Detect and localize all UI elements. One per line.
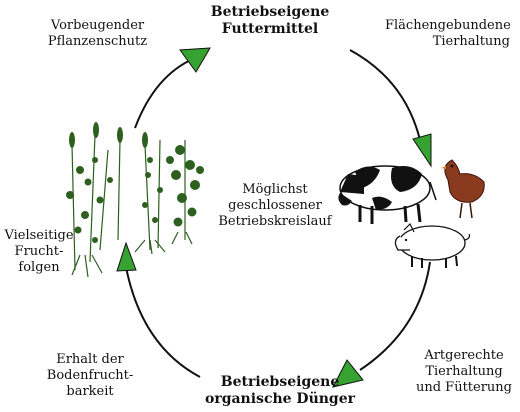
- label-vorbeugender-pflanzenschutz: Vorbeugender Pflanzenschutz: [47, 18, 148, 49]
- arrow-bottom-icon: [332, 359, 364, 388]
- arrow-right-top-icon: [412, 133, 432, 168]
- chicken-icon: [441, 159, 485, 219]
- pig-icon: [394, 222, 471, 268]
- label-erhalt-der-bodenfruchtbarkeit: Erhalt der Bodenfrucht- barkeit: [46, 352, 134, 399]
- label-betriebseigene-organische-duenger: Betriebseigene organische Dünger: [204, 374, 355, 407]
- plants-illustration: [66, 122, 204, 278]
- label-vielseitige-fruchtfolgen: Vielseitige Frucht- folgen: [4, 228, 74, 275]
- label-betriebseigene-futtermittel: Betriebseigene Futtermittel: [210, 4, 330, 37]
- cow-icon: [338, 165, 437, 224]
- cycle-arc-top-right: [349, 49, 421, 141]
- label-geschlossener-betriebskreislauf: Möglichst geschlossener Betriebskreislau…: [218, 182, 332, 229]
- cycle-arc-top-left: [134, 57, 196, 129]
- arrow-top-left-icon: [179, 47, 211, 73]
- arrow-left-icon: [116, 241, 137, 272]
- label-flaechengebundene-tierhaltung: Flächengebundene Tierhaltung: [385, 18, 511, 49]
- cycle-arc-right: [359, 261, 431, 371]
- label-artgerechte-tierhaltung: Artgerechte Tierhaltung und Fütterung: [415, 348, 512, 395]
- cycle-arc-bottom-left: [124, 261, 201, 378]
